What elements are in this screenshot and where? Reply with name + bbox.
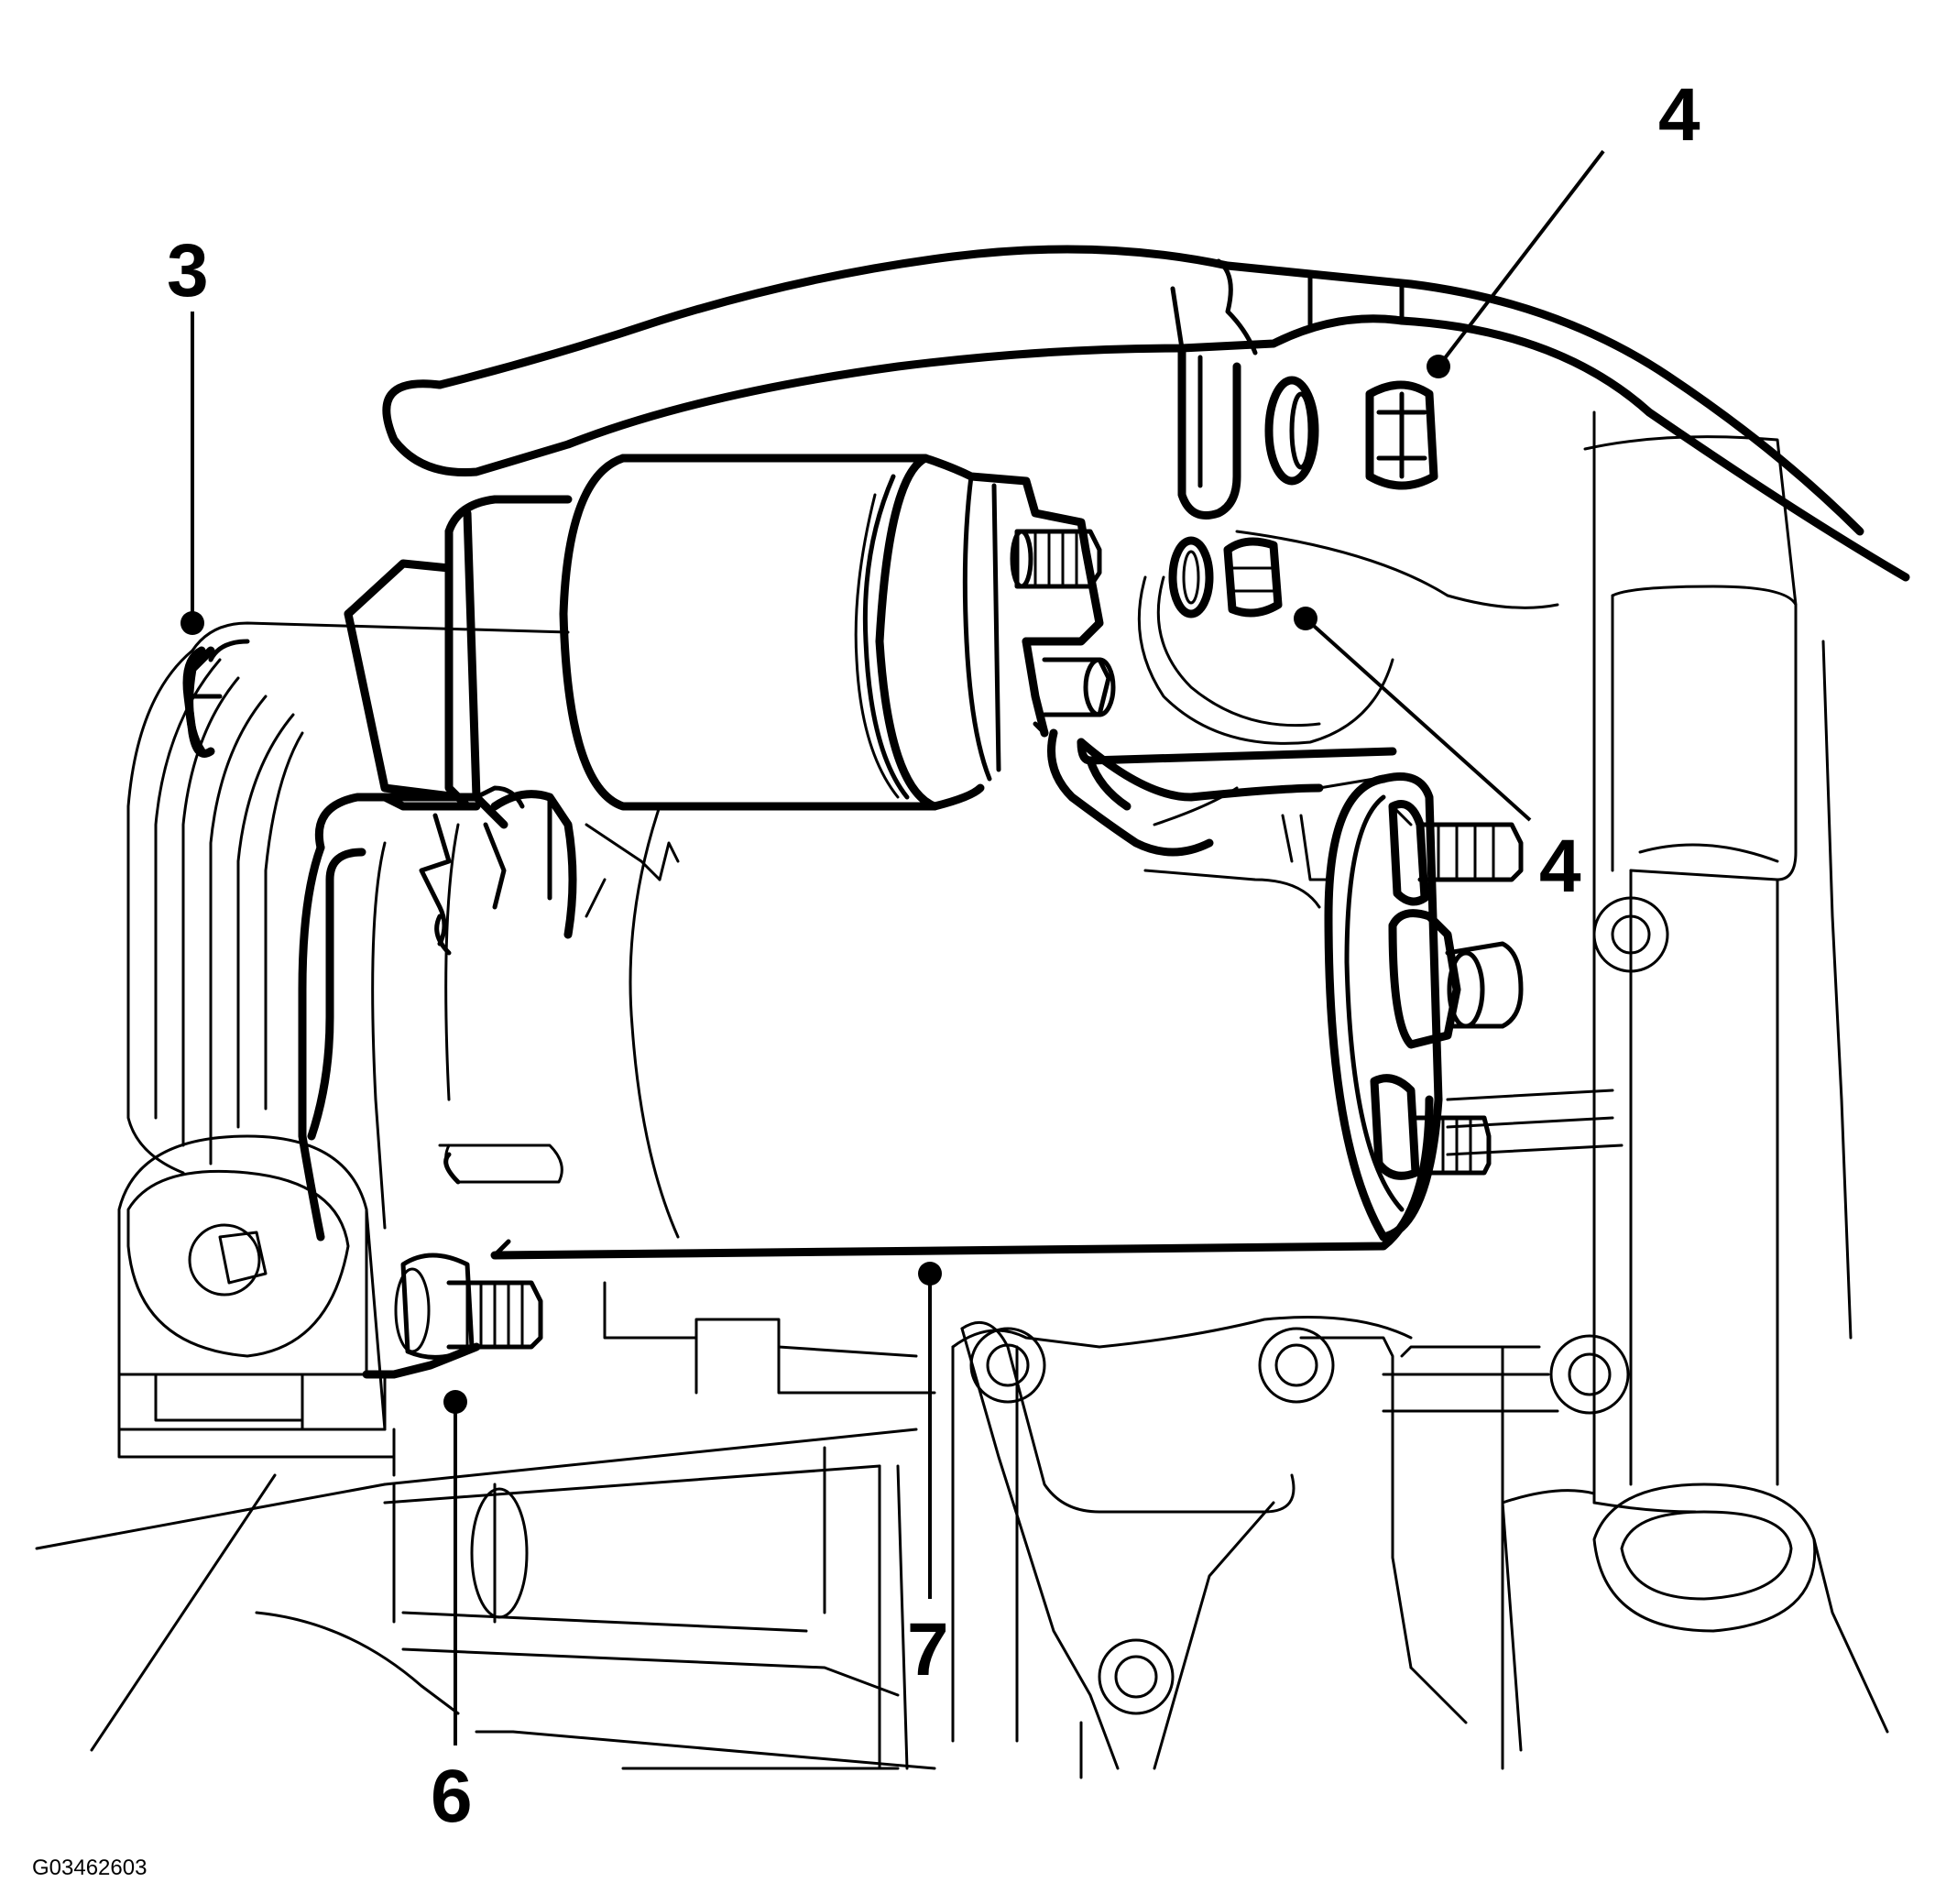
callout-7: 7 (907, 1608, 949, 1691)
callout-4-lower: 4 (1539, 825, 1581, 908)
callout-6: 6 (431, 1755, 473, 1838)
callout-4-upper: 4 (1658, 73, 1700, 157)
wiring-harness (382, 245, 1910, 582)
leader-dot-6 (443, 1390, 467, 1414)
bolt-3 (185, 646, 223, 756)
leader-dot-4a (1427, 355, 1450, 378)
leader-lines (180, 149, 1605, 1745)
mounting-bolt-lower (362, 1143, 563, 1379)
leader-dot-7 (918, 1262, 942, 1286)
engine-block-outline (35, 896, 1669, 1779)
figure-id: G03462603 (32, 1855, 148, 1880)
solenoid (559, 454, 1559, 811)
coolant-hose (1446, 410, 1889, 1752)
mounting-bracket (307, 495, 680, 1141)
starter-motor-body (298, 721, 1524, 1260)
leader-dot-4b (1294, 607, 1317, 630)
callout-3: 3 (167, 229, 209, 312)
leader-dot-3 (180, 611, 204, 635)
drive-end-housing (117, 621, 570, 1477)
